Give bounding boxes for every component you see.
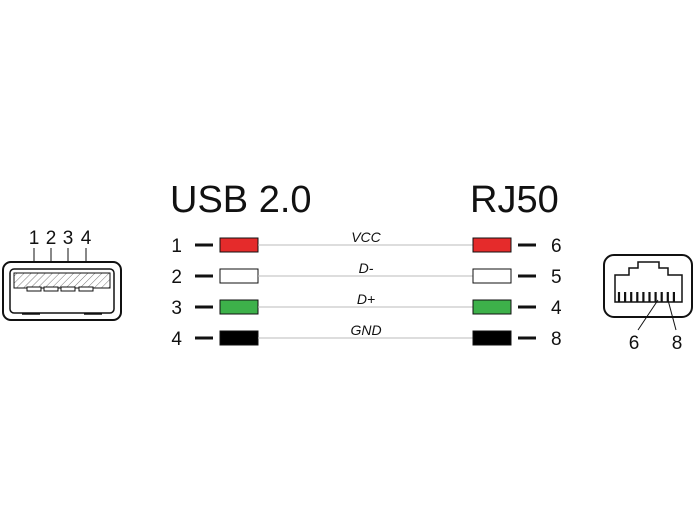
wire-end-left	[219, 330, 259, 346]
rj50-pin-number: 6	[551, 236, 562, 257]
signal-label: D+	[357, 291, 375, 307]
wire-end-right	[472, 268, 512, 284]
rj50-connector-icon: 6 8	[603, 254, 693, 354]
signal-label: D-	[359, 260, 374, 276]
wire-end-right	[472, 330, 512, 346]
wire-end-left	[219, 299, 259, 315]
rj50-pin-number: 4	[551, 298, 562, 319]
usb-header: USB 2.0	[170, 179, 312, 221]
wire-end-right	[472, 237, 512, 253]
signal-label: VCC	[351, 229, 381, 245]
rj50-pin-label: 6	[629, 333, 640, 354]
usb-pin-label: 4	[81, 228, 92, 249]
wire-end-right	[472, 299, 512, 315]
rj50-header: RJ50	[470, 179, 559, 221]
usb-pin-label: 2	[46, 228, 57, 249]
rj50-pin-label: 8	[672, 333, 683, 354]
usb-pin-number: 2	[171, 267, 182, 288]
usb-pin-number: 3	[171, 298, 182, 319]
usb-pin-label: 1	[29, 228, 40, 249]
usb-pin-label: 3	[63, 228, 74, 249]
usb-pin-number: 4	[171, 329, 182, 350]
usb-pin-number: 1	[171, 236, 182, 257]
wire-end-left	[219, 268, 259, 284]
usb-connector-icon: 1 2 3 4	[2, 228, 122, 321]
signal-label: GND	[350, 322, 381, 338]
wire-end-left	[219, 237, 259, 253]
rj50-pin-number: 8	[551, 329, 562, 350]
rj50-pin-number: 5	[551, 267, 562, 288]
